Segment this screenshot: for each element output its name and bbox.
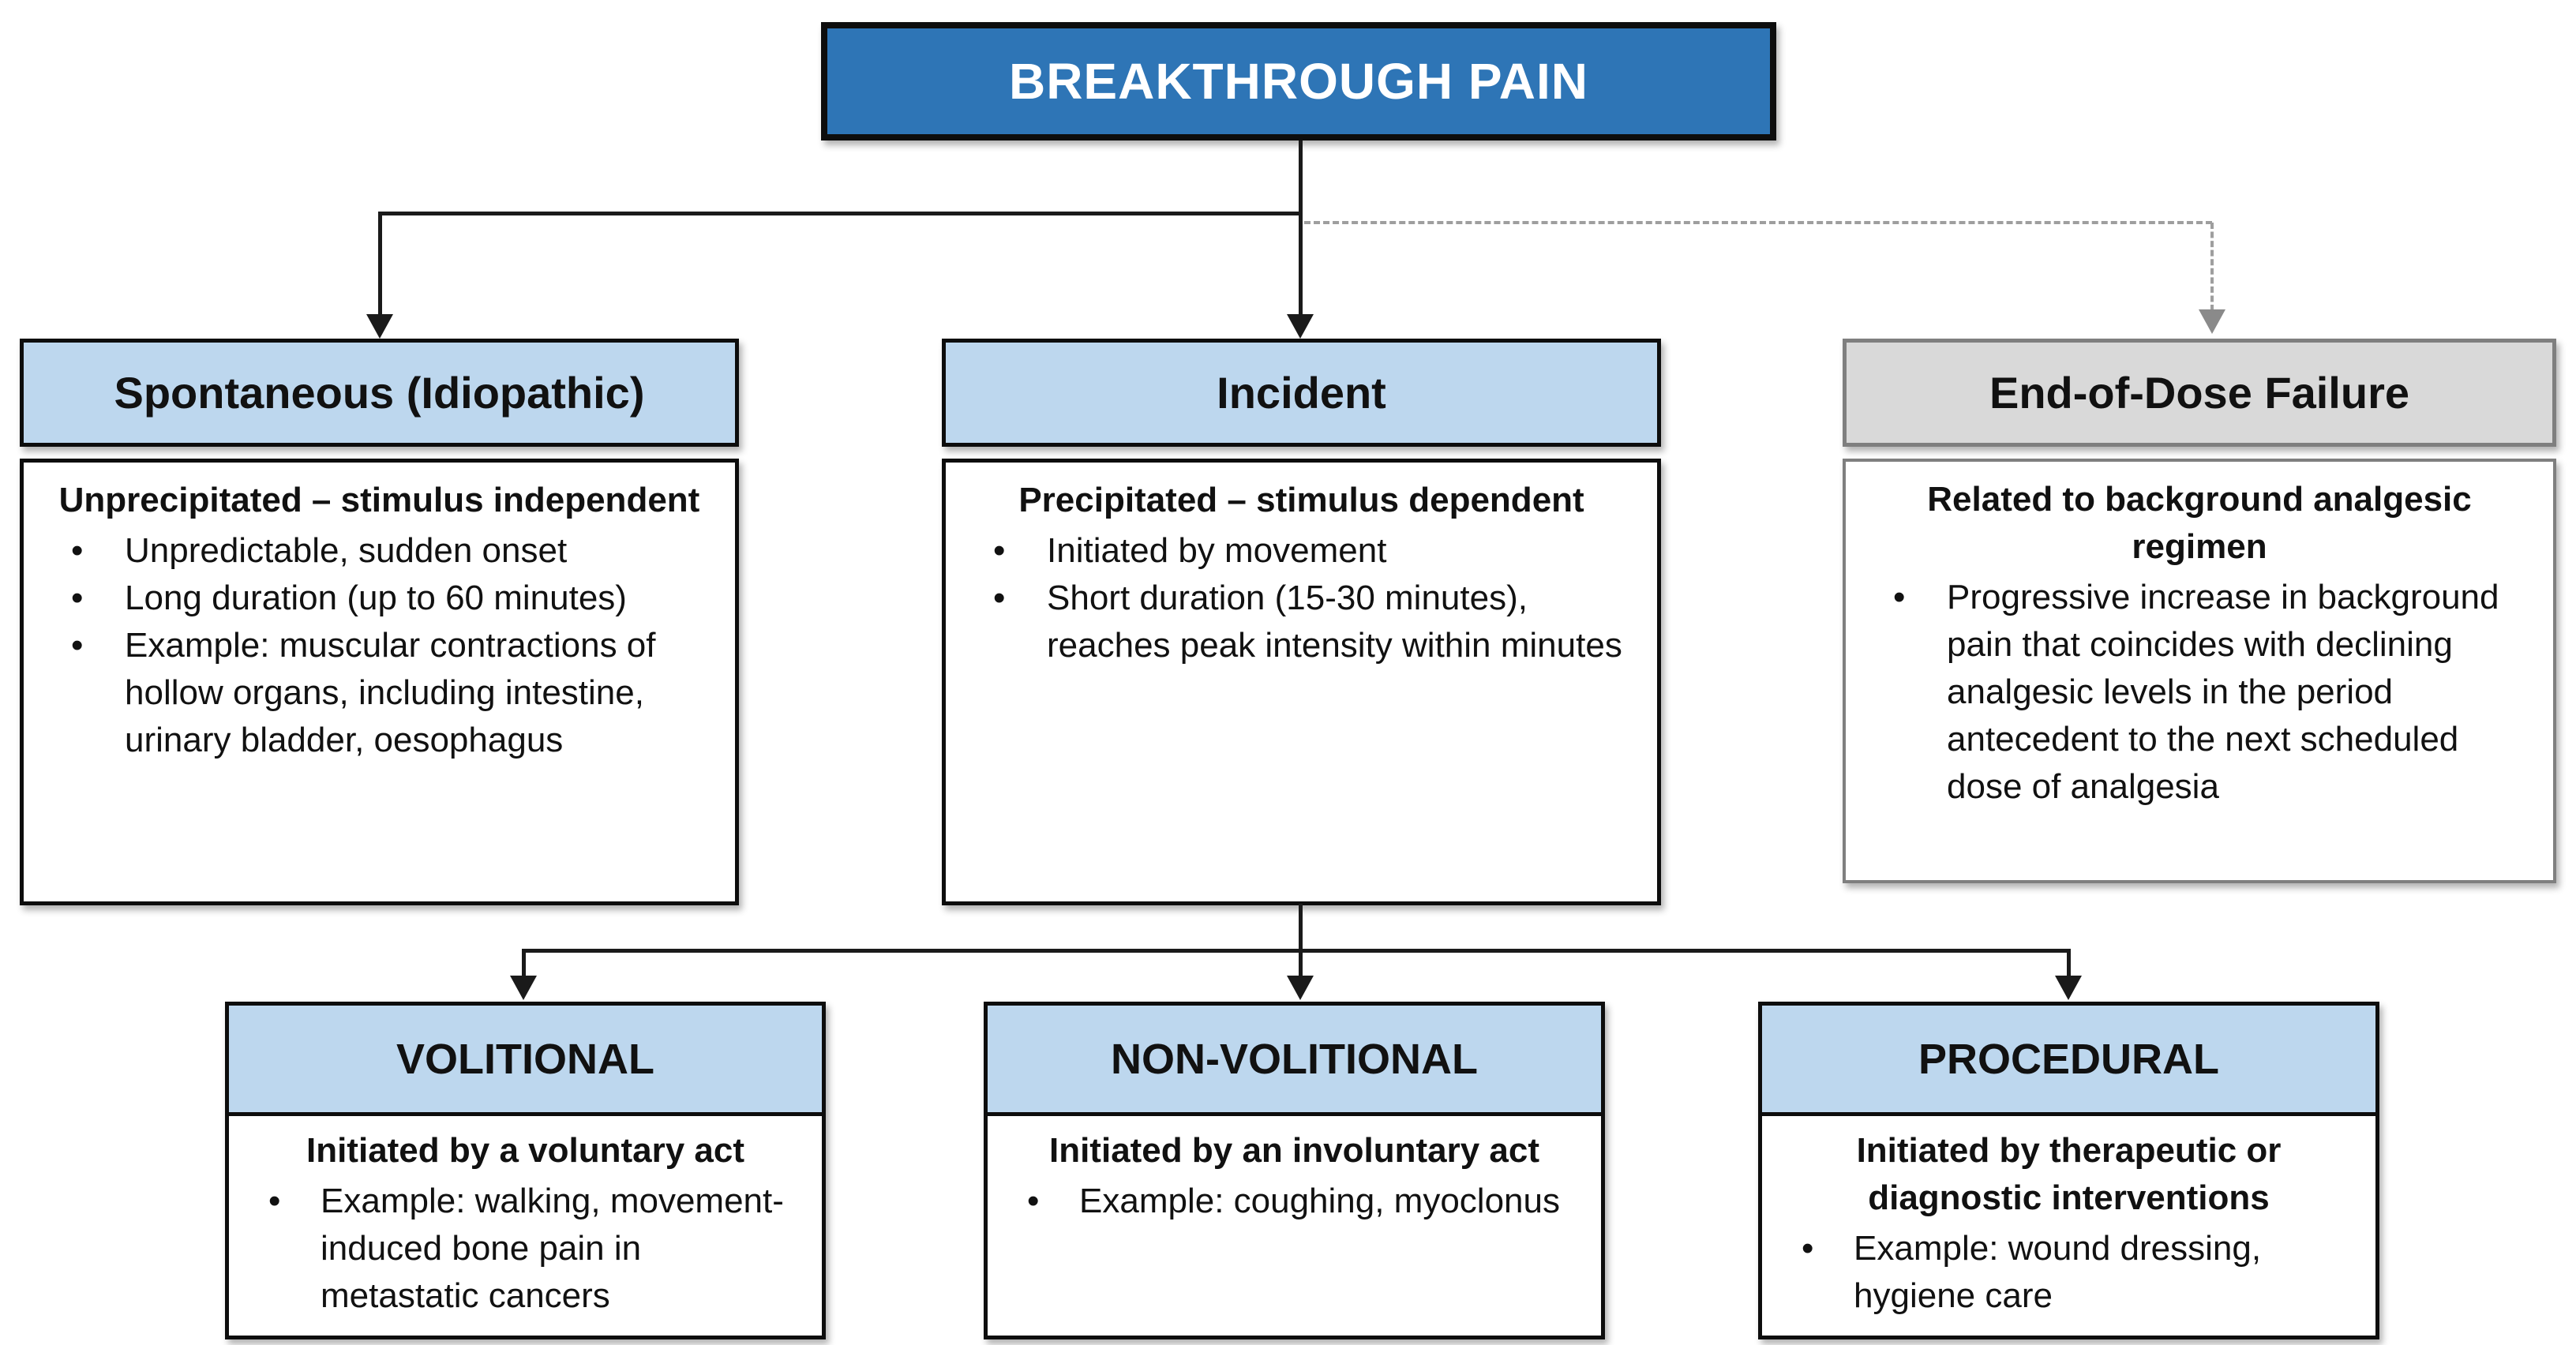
bullet-list-non-volitional: Example: coughing, myoclonus [1007, 1178, 1582, 1225]
node-header-end-of-dose-failure: End-of-Dose Failure [1843, 339, 2556, 447]
bullet-item: Example: muscular contractions of hollow… [44, 622, 714, 764]
lead-text-volitional: Initiated by a voluntary act [306, 1131, 745, 1170]
bullet-list-incident: Initiated by movement Short duration (15… [966, 527, 1637, 669]
node-content-spontaneous: Unprecipitated – stimulus independent Un… [20, 459, 739, 905]
bullet-list-procedural: Example: wound dressing, hygiene care [1781, 1225, 2357, 1320]
lead-text-end-of-dose-failure: Related to background analgesic regimen [1927, 480, 2472, 566]
root-node-breakthrough-pain: BREAKTHROUGH PAIN [821, 22, 1776, 140]
connector-to-non-volitional [1299, 949, 1303, 980]
connector-to-incident [1299, 212, 1303, 316]
node-volitional: VOLITIONAL Initiated by a voluntary act … [225, 1002, 826, 1339]
lead-text-incident: Precipitated – stimulus dependent [1018, 481, 1584, 519]
bullet-list-volitional: Example: walking, movement-induced bone … [248, 1178, 803, 1320]
lead-text-non-volitional: Initiated by an involuntary act [1048, 1131, 1539, 1170]
node-non-volitional: NON-VOLITIONAL Initiated by an involunta… [984, 1002, 1605, 1339]
connector-to-volitional [522, 949, 526, 980]
node-header-spontaneous: Spontaneous (Idiopathic) [20, 339, 739, 447]
node-procedural: PROCEDURAL Initiated by therapeutic or d… [1758, 1002, 2379, 1339]
connector-top-horizontal [378, 212, 1303, 215]
root-node-title: BREAKTHROUGH PAIN [1008, 53, 1589, 110]
node-title-incident: Incident [1217, 368, 1386, 418]
bullet-item: Long duration (up to 60 minutes) [44, 575, 714, 622]
node-title-volitional: VOLITIONAL [396, 1035, 654, 1083]
dashed-connector-horizontal [1304, 221, 2212, 224]
node-header-procedural: PROCEDURAL [1762, 1006, 2375, 1116]
bullet-list-end-of-dose-failure: Progressive increase in background pain … [1866, 574, 2533, 811]
node-content-non-volitional: Initiated by an involuntary act Example:… [988, 1116, 1601, 1231]
lead-text-procedural: Initiated by therapeutic or diagnostic i… [1856, 1131, 2282, 1217]
arrowhead-non-volitional [1287, 976, 1314, 1000]
bullet-item: Example: coughing, myoclonus [1007, 1178, 1582, 1225]
node-content-volitional: Initiated by a voluntary act Example: wa… [229, 1116, 822, 1326]
arrowhead-incident [1287, 314, 1314, 339]
node-title-procedural: PROCEDURAL [1918, 1035, 2219, 1083]
node-header-non-volitional: NON-VOLITIONAL [988, 1006, 1601, 1116]
bullet-list-spontaneous: Unpredictable, sudden onset Long duratio… [44, 527, 714, 764]
bullet-item: Progressive increase in background pain … [1866, 574, 2533, 811]
node-header-volitional: VOLITIONAL [229, 1006, 822, 1116]
node-header-incident: Incident [942, 339, 1661, 447]
node-title-spontaneous: Spontaneous (Idiopathic) [114, 368, 645, 418]
arrowhead-end-of-dose [2199, 309, 2225, 334]
node-content-end-of-dose-failure: Related to background analgesic regimen … [1843, 459, 2556, 883]
arrowhead-volitional [510, 976, 537, 1000]
connector-to-spontaneous [378, 212, 382, 316]
connector-to-procedural [2067, 949, 2071, 980]
bullet-item: Example: walking, movement-induced bone … [248, 1178, 803, 1320]
bullet-item: Unpredictable, sudden onset [44, 527, 714, 575]
bullet-item: Example: wound dressing, hygiene care [1781, 1225, 2357, 1320]
bullet-item: Initiated by movement [966, 527, 1637, 575]
node-content-incident: Precipitated – stimulus dependent Initia… [942, 459, 1661, 905]
bullet-item: Short duration (15-30 minutes), reaches … [966, 575, 1637, 669]
arrowhead-procedural [2055, 976, 2082, 1000]
node-content-procedural: Initiated by therapeutic or diagnostic i… [1762, 1116, 2375, 1326]
node-title-end-of-dose-failure: End-of-Dose Failure [1989, 368, 2410, 418]
dashed-connector-to-end-of-dose [2210, 223, 2214, 311]
connector-root-stem [1299, 140, 1303, 213]
lead-text-spontaneous: Unprecipitated – stimulus independent [58, 481, 700, 519]
arrowhead-spontaneous [366, 314, 393, 339]
connector-bottom-horizontal [522, 949, 2070, 953]
connector-incident-stem [1299, 904, 1303, 951]
node-title-non-volitional: NON-VOLITIONAL [1111, 1035, 1478, 1083]
